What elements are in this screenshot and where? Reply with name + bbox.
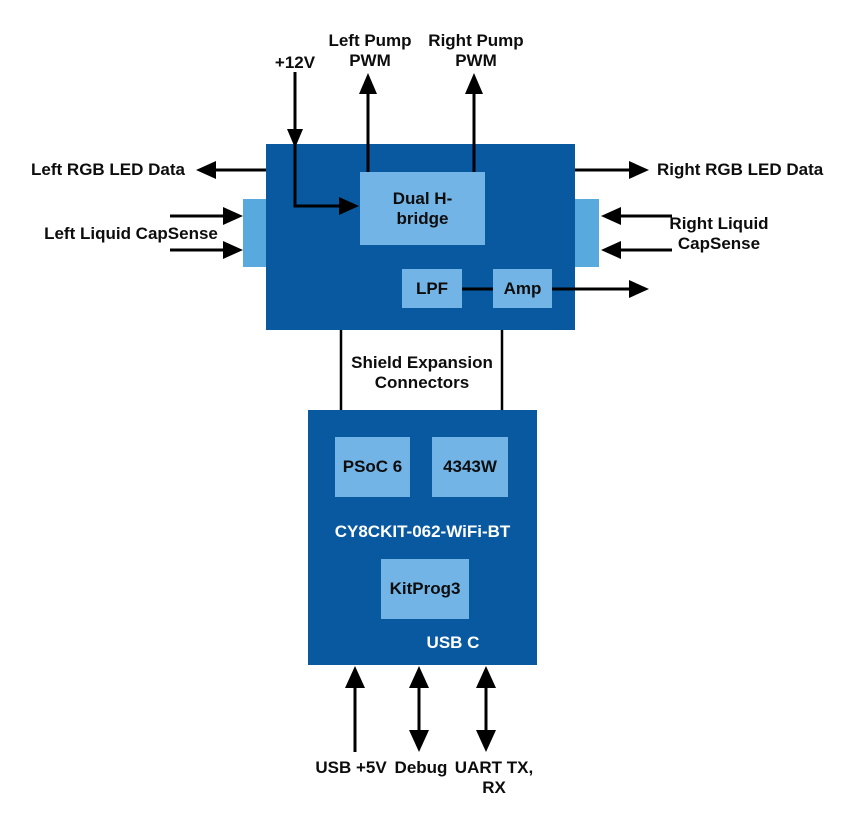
usb-5v-label: USB +5V [315,758,387,777]
dual-h-bridge-box [360,172,485,245]
debug-arrow [409,666,429,752]
plus-12v-arrow [287,72,359,215]
uart-label: UART TX, RX [454,758,534,797]
left-rgb-led-label: Left RGB LED Data [31,160,185,179]
kitprog3-label: KitProg3 [389,579,461,598]
right-capsense-label: Right Liquid CapSense [669,214,769,253]
lpf-label: LPF [415,278,449,298]
usb-5v-arrow [345,666,365,752]
kitprog3-box [381,559,469,619]
amp-box [493,269,552,308]
plus-12v-label: +12V [274,53,316,72]
left-pump-pwm-arrow [359,73,377,172]
shield-expansion-label: Shield Expansion Connectors [351,353,493,392]
left-capsense-arrow-lower [170,241,243,259]
debug-label: Debug [394,758,448,777]
left-capsense-arrow-upper [170,207,243,225]
left-pump-pwm-label: Left Pump PWM [328,31,412,70]
right-rgb-led-arrow [575,161,649,179]
left-capsense-label: Left Liquid CapSense [44,224,218,243]
amp-output-arrow [552,280,649,298]
lpf-box [402,269,462,308]
dual-h-bridge-label: Dual H-bridge [392,188,453,228]
right-capsense-arrow-lower [601,241,672,259]
usb-c-label: USB C [426,633,480,652]
baseboard-name: CY8CKIT-062-WiFi-BT [334,522,511,541]
psoc6-box [335,437,410,497]
uart-arrow [476,666,496,752]
left-rgb-led-arrow [196,161,266,179]
right-pump-pwm-label: Right Pump PWM [428,31,524,70]
amp-label: Amp [503,278,542,298]
psoc6-label: PSoC 6 [342,457,403,476]
right-pump-pwm-arrow [465,73,483,172]
right-capsense-arrow-upper [601,207,672,225]
right-rgb-led-label: Right RGB LED Data [657,160,824,179]
4343w-box [432,437,508,497]
4343w-label: 4343W [443,457,497,476]
